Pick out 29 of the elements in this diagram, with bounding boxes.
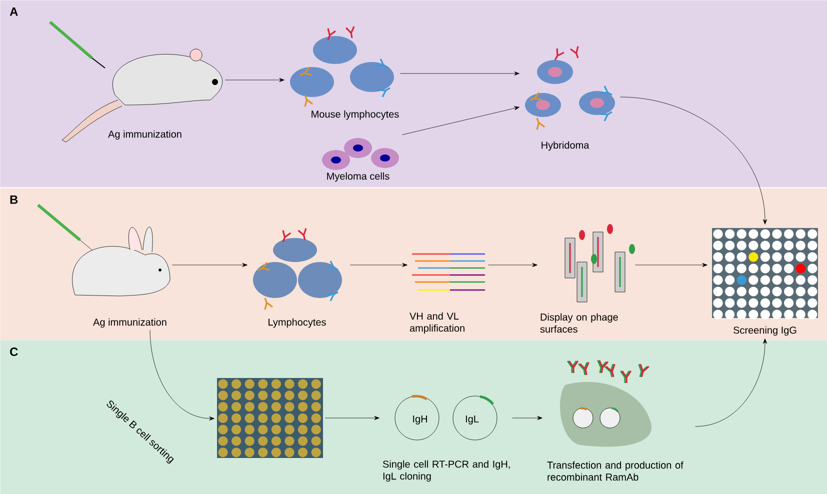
node-label: Ag immunization [108,130,182,140]
well-plate-drawing [217,378,323,458]
node-label: Single cell RT-PCR and IgH, IgL cloning [382,460,510,482]
arrow [620,96,767,224]
arrow [488,263,538,267]
node-label: Lymphocytes [268,318,326,328]
arrow [150,330,214,420]
arrow [325,416,380,420]
arrow [402,106,520,135]
arrow [350,263,408,267]
panel-letter: A [10,8,18,16]
arrow [400,72,520,76]
node-label: Ag immunization [93,318,166,328]
node-label: Hybridoma [542,141,590,151]
gene-label: IgL [466,416,479,424]
arrow [635,263,708,267]
node-label: Myeloma cells [327,172,390,182]
arrow [172,263,248,267]
node-label: VH and VL amplification [410,312,464,334]
node-label: Display on phage surfaces [540,313,618,333]
arrow [512,416,542,420]
node-label: Mouse lymphocytes [312,110,399,120]
panel-letter: B [10,196,18,204]
arrow [225,78,284,82]
node-label: Transfection and production of recombinant RamAb [547,461,684,481]
gene-label: IgH [413,416,427,424]
arrow [695,338,767,427]
panel-letter: C [10,348,18,356]
node-label: Screening IgG [734,326,796,336]
